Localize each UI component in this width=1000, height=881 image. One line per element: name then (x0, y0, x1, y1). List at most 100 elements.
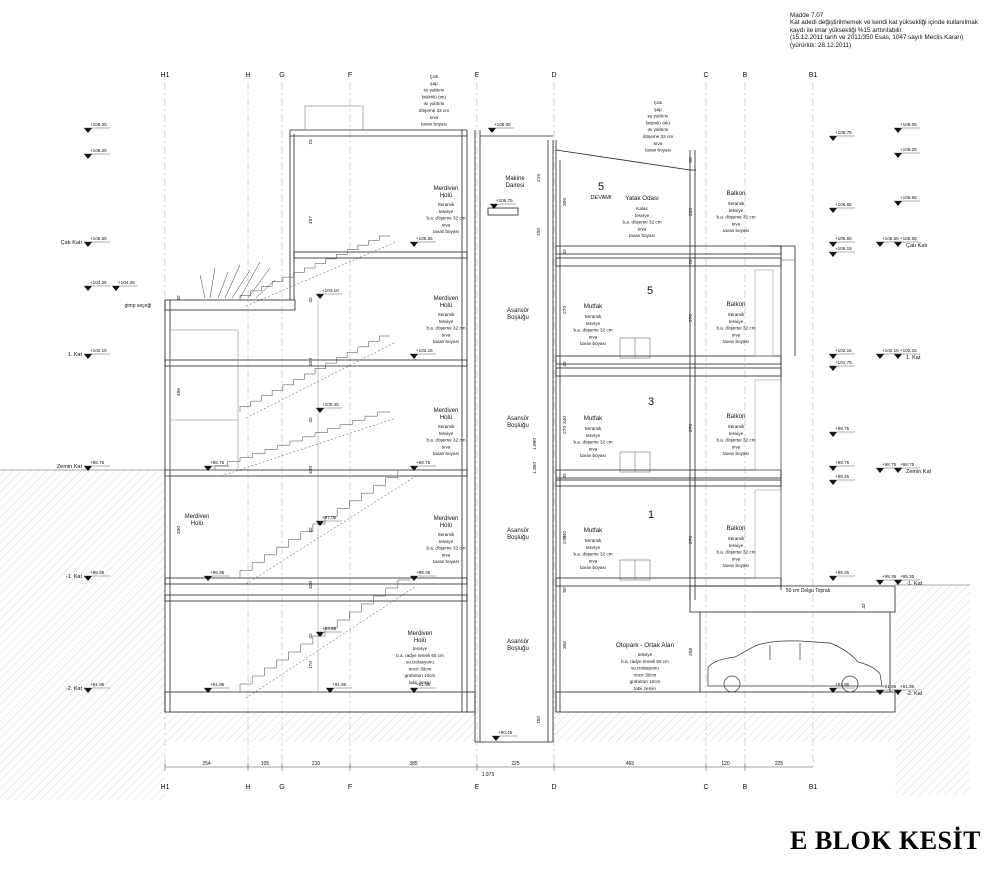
level-triangle-icon (492, 736, 500, 741)
level-triangle-icon (829, 242, 837, 247)
slab-dimension: 32 (562, 249, 568, 255)
room-name: Holü (440, 303, 452, 309)
continuation-label: DEVAMI (590, 195, 611, 201)
finish-layer-text: Seramik (728, 201, 746, 206)
soil-hatch (0, 469, 970, 800)
stair-flight (239, 469, 410, 578)
stair-flight (239, 335, 390, 412)
axis-dimension: 225 (511, 761, 520, 767)
level-value: +98.75 (416, 460, 431, 465)
level-value: +98.25 (835, 474, 850, 479)
level-value: +108.25 (900, 147, 917, 152)
room-name: Merdiven (434, 296, 459, 302)
level-value: +95.35 (900, 574, 915, 579)
axis-label-top: H1 (161, 72, 170, 79)
room-height: 220 (688, 208, 694, 216)
level-value: +105.55 (900, 236, 917, 241)
level-label: Zemin Kat (906, 469, 932, 475)
level-label: 1. Kat (906, 355, 921, 361)
slab-dimension: 32 (861, 603, 867, 609)
room-name: Balkon (727, 413, 746, 420)
finish-layer-text: tesviye (586, 321, 601, 326)
level-marker: +98.75 (410, 460, 436, 471)
note-line: kaydı ile imar yüksekliği %15 arttırılab… (790, 26, 904, 34)
room-name: Mutfak (584, 415, 603, 422)
axis-label-bottom: B1 (809, 784, 818, 791)
finish-layer-text: sıva (589, 446, 598, 451)
finish-layer-text: b.a. döşeme 32 cm (716, 326, 755, 331)
finish-layer-text: tavan boyası (723, 339, 749, 344)
finish-layer-text: Seramik (585, 426, 603, 431)
room-height: 270 (688, 314, 694, 322)
wall-dimension: 496 (176, 388, 182, 396)
note-line: Kat adedi değiştirilmemek ve kendi kat y… (790, 19, 978, 27)
level-marker: +90.45 (492, 730, 518, 741)
room-name: Otopark - Ortak Alan (616, 642, 675, 649)
stair-handrail (245, 341, 397, 419)
level-value: +98.75 (900, 462, 915, 467)
note-line: (yürürlük: 28.12.2011) (790, 41, 852, 49)
level-value: +91.95 (90, 682, 105, 687)
level-triangle-icon (829, 136, 837, 141)
level-triangle-icon (488, 128, 496, 133)
finish-layer-text: Seramik (438, 202, 456, 207)
finish-layer-text: tesviye (586, 545, 601, 550)
finish-layer-text: sıva (638, 226, 647, 231)
level-value: +105.55 (882, 236, 899, 241)
level-marker: +108.75 (829, 130, 855, 141)
level-value: +91.95 (835, 682, 850, 687)
finish-layer-text: sıva (442, 332, 451, 337)
roof-layer-text: su yalıtımı (648, 114, 669, 119)
stair-handrail (245, 241, 397, 307)
finish-layer-text: tesviye (439, 209, 454, 214)
level-markers-right-inner: +108.75+106.55+105.55+105.15+102.15+101.… (829, 130, 855, 693)
level-marker: +91.95 (829, 682, 855, 693)
level-value: +100.45 (322, 402, 339, 407)
slab-dimension: 70 (688, 259, 694, 265)
level-value: +109.05 (494, 122, 511, 127)
roof-layer-text: döşeme 32 cm (643, 134, 673, 139)
axis-dimension: 120 (721, 761, 730, 767)
level-value: +104.25 (118, 280, 135, 285)
roof-layer-text: tavan boyası (421, 122, 447, 127)
floor-number: 1 (648, 509, 654, 521)
level-triangle-icon (84, 242, 92, 247)
finish-layer-text: tavan boyası (433, 559, 459, 564)
roof-layer-text: sıva (430, 115, 439, 120)
level-triangle-icon (410, 242, 418, 247)
level-marker: +95.35-1. Kat (66, 570, 110, 581)
level-marker: +95.35 (410, 570, 436, 581)
level-label: Çatı Katı (906, 243, 927, 249)
wall-dimension: 32 (308, 633, 314, 639)
level-marker: +104.25 (84, 280, 110, 291)
level-triangle-icon (204, 576, 212, 581)
level-triangle-icon (894, 201, 902, 206)
level-triangle-icon (876, 580, 884, 585)
finish-layer-text: mıcır 30cm (409, 666, 432, 671)
level-triangle-icon (829, 576, 837, 581)
level-triangle-icon (894, 153, 902, 158)
finish-layer-text: tesviye (439, 539, 454, 544)
finish-layer-text: tavan boyası (580, 565, 606, 570)
level-marker: +106.75 (490, 198, 516, 209)
axis-label-bottom: H1 (161, 784, 170, 791)
level-value: +105.55 (90, 236, 107, 241)
axis-dimension: 210 (312, 761, 321, 767)
level-marker: +101.75 (829, 360, 855, 371)
finish-layer-text: sıva (442, 444, 451, 449)
level-value: +91.95 (882, 684, 897, 689)
finish-layer-text: mıcır 30cm (634, 672, 657, 677)
roof-layer-text: Çatı (430, 74, 438, 79)
roof-layer-text: ısı yalıtımı (648, 127, 669, 132)
finish-layer-text: tavan boyası (629, 233, 655, 238)
roof-layer-text: sıva (654, 141, 663, 146)
level-marker: +93.65 (316, 626, 342, 637)
level-marker: +108.25 (894, 147, 920, 158)
level-triangle-icon (204, 466, 212, 471)
finish-layer-text: sıva (442, 222, 451, 227)
room-name: Boşluğu (507, 646, 529, 652)
level-value: +108.25 (90, 148, 107, 153)
